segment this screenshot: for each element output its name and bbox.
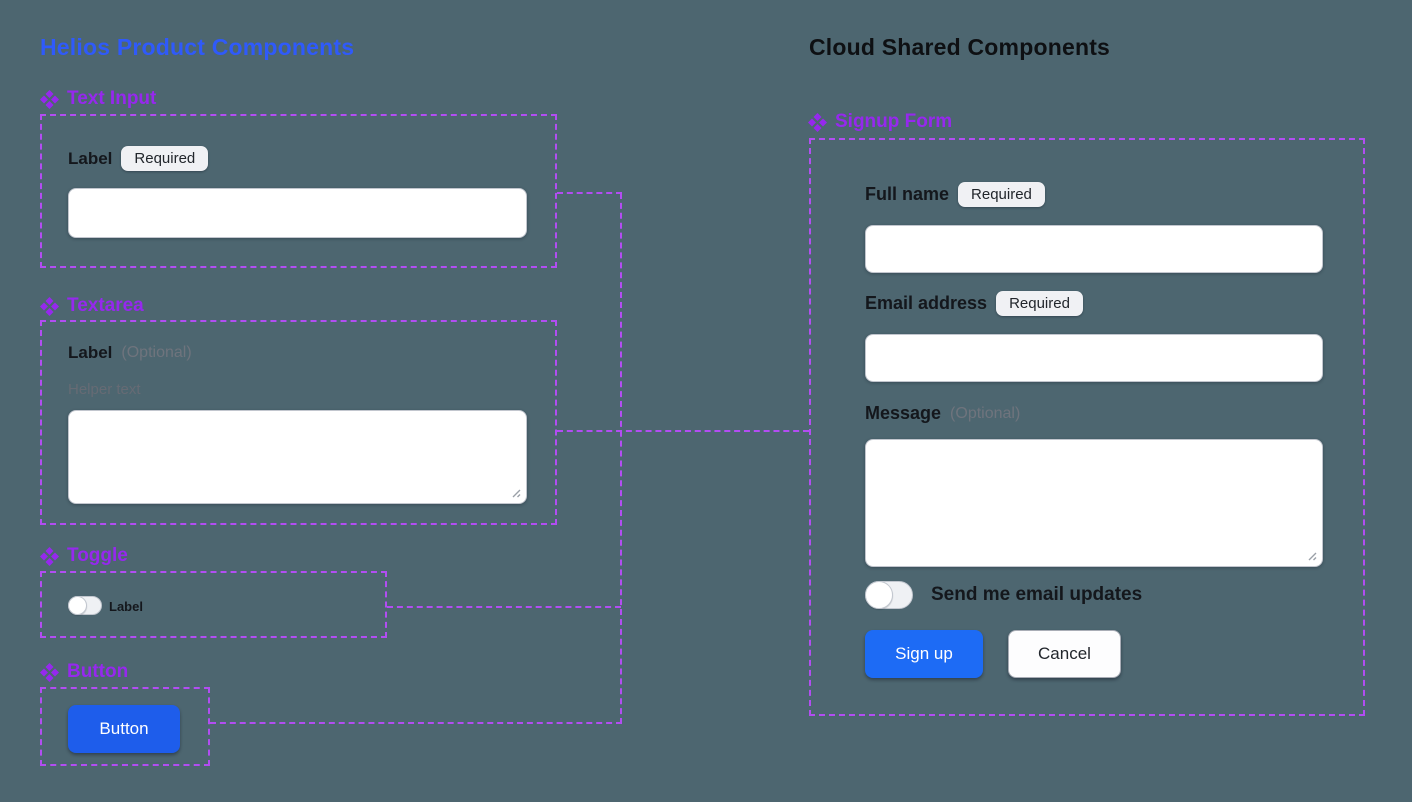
email-label: Email address bbox=[865, 293, 988, 313]
component-heading-label: Toggle bbox=[67, 545, 128, 566]
cloud-page-title: Cloud Shared Components bbox=[809, 34, 1111, 60]
text-input-label-row: Label Required bbox=[68, 146, 209, 171]
connector-textarea-to-form-line bbox=[557, 430, 809, 432]
component-diamond-icon bbox=[40, 546, 59, 566]
connector-button-line bbox=[210, 722, 622, 724]
textarea-field[interactable] bbox=[69, 411, 526, 503]
toggle-component-frame: Label bbox=[40, 571, 387, 638]
required-badge: Required bbox=[996, 291, 1083, 316]
text-input-component-frame: Label Required bbox=[40, 114, 557, 268]
textarea-field-wrap bbox=[68, 410, 527, 504]
message-label: Message bbox=[865, 403, 942, 423]
signup-form-component-heading: Signup Form bbox=[808, 111, 952, 133]
full-name-input[interactable] bbox=[865, 225, 1323, 273]
message-label-row: Message (Optional) bbox=[865, 403, 1020, 424]
connector-toggle-line bbox=[387, 606, 621, 608]
email-label-row: Email address Required bbox=[865, 291, 1083, 316]
toggle-knob bbox=[68, 596, 87, 615]
button-component-frame: Button bbox=[40, 687, 210, 766]
textarea-label: Label bbox=[68, 343, 113, 362]
toggle-component-heading: Toggle bbox=[40, 545, 128, 567]
email-input[interactable] bbox=[865, 334, 1323, 382]
email-updates-label: Send me email updates bbox=[931, 584, 1143, 605]
component-heading-label: Text Input bbox=[67, 88, 157, 109]
email-updates-toggle[interactable] bbox=[865, 581, 913, 609]
helper-text: Helper text bbox=[68, 381, 141, 398]
toggle-switch[interactable] bbox=[68, 596, 102, 615]
required-badge: Required bbox=[958, 182, 1045, 207]
primary-button[interactable]: Button bbox=[68, 705, 180, 753]
text-input-component-heading: Text Input bbox=[40, 88, 156, 110]
connector-text-input-line bbox=[557, 192, 622, 194]
textarea-label-row: Label (Optional) bbox=[68, 343, 192, 363]
full-name-label-row: Full name Required bbox=[865, 182, 1045, 207]
text-input-field[interactable] bbox=[68, 188, 527, 238]
message-textarea[interactable] bbox=[866, 440, 1322, 566]
component-heading-label: Button bbox=[67, 661, 129, 682]
component-diamond-icon bbox=[40, 89, 59, 109]
component-diamond-icon bbox=[808, 112, 827, 132]
optional-suffix: (Optional) bbox=[950, 404, 1021, 422]
button-component-heading: Button bbox=[40, 661, 128, 683]
helios-page-title: Helios Product Components bbox=[40, 34, 355, 60]
message-textarea-wrap bbox=[865, 439, 1323, 567]
cancel-button[interactable]: Cancel bbox=[1008, 630, 1121, 678]
full-name-label: Full name bbox=[865, 184, 950, 204]
toggle-label: Label bbox=[109, 599, 143, 614]
component-heading-label: Textarea bbox=[67, 295, 144, 316]
connector-trunk-line bbox=[620, 193, 622, 724]
textarea-component-heading: Textarea bbox=[40, 295, 144, 317]
sign-up-button[interactable]: Sign up bbox=[865, 630, 983, 678]
component-diamond-icon bbox=[40, 662, 59, 682]
text-input-label: Label bbox=[68, 148, 113, 168]
component-heading-label: Signup Form bbox=[835, 111, 953, 132]
optional-suffix: (Optional) bbox=[121, 344, 192, 361]
required-badge: Required bbox=[121, 146, 209, 171]
component-diamond-icon bbox=[40, 296, 59, 316]
toggle-knob bbox=[865, 581, 893, 609]
signup-form-frame: Full name Required Email address Require… bbox=[809, 138, 1365, 716]
textarea-component-frame: Label (Optional) Helper text bbox=[40, 320, 557, 525]
